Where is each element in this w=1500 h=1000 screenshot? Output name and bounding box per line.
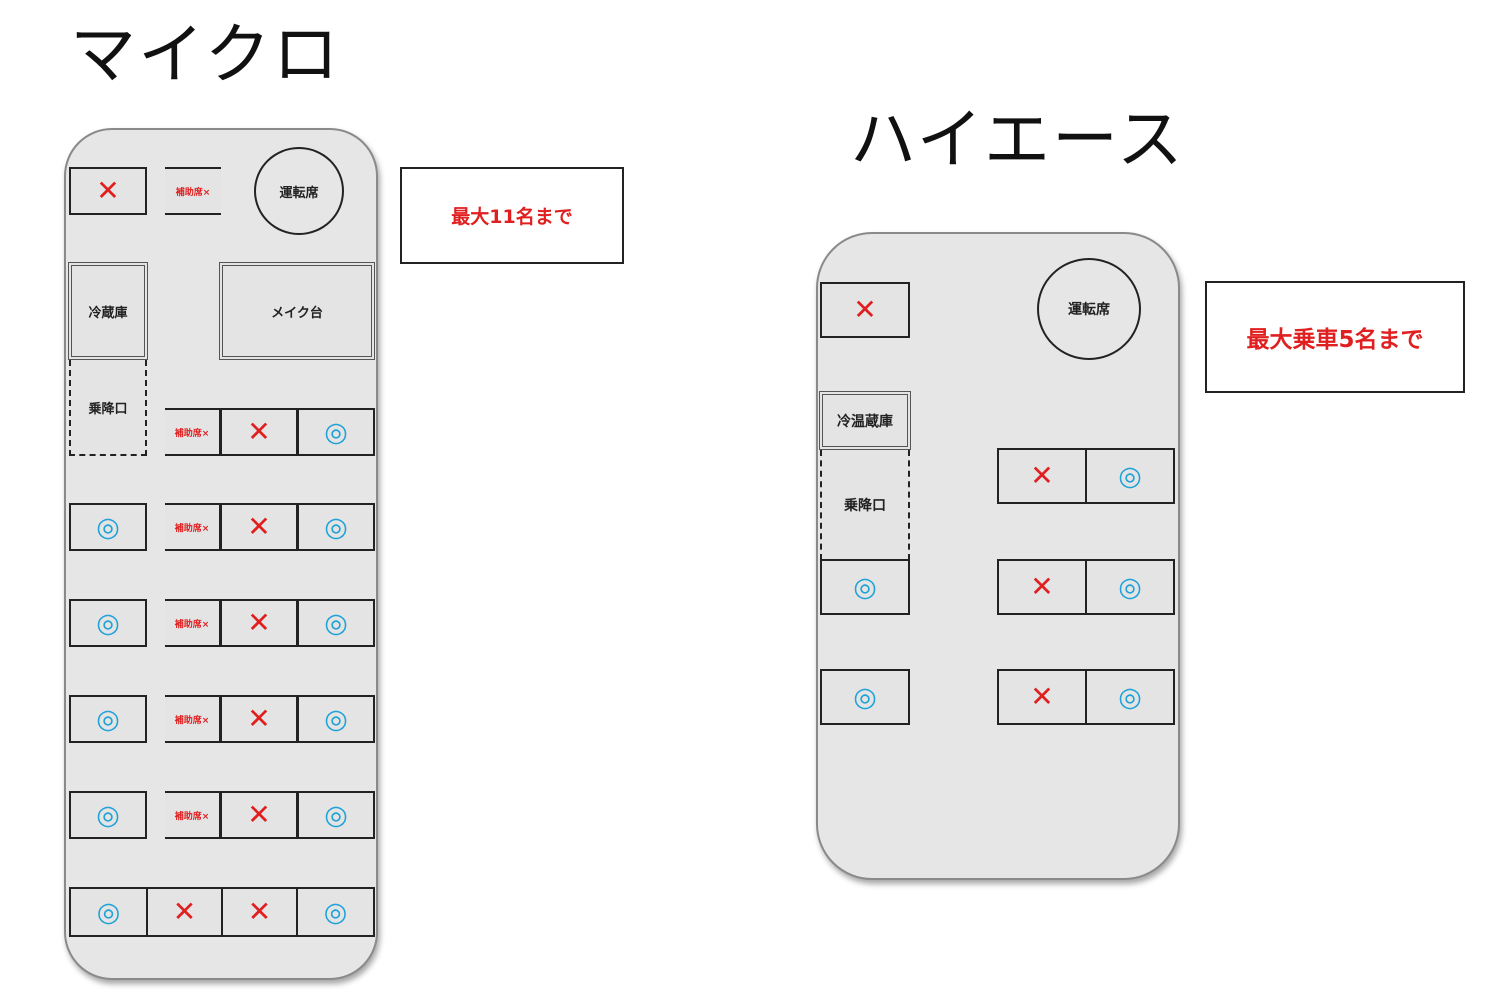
seat-available: ◎ <box>1085 448 1175 504</box>
double-circle-icon: ◎ <box>324 799 348 831</box>
seat-unavailable: ✕ <box>220 408 298 456</box>
double-circle-icon: ◎ <box>96 607 120 639</box>
entrance: 乗降口 <box>820 450 910 560</box>
hiace-capacity-box: 最大乗車5名まで <box>1205 281 1465 393</box>
seat-available: ◎ <box>296 887 375 937</box>
x-icon: ✕ <box>1030 459 1054 492</box>
fridge: 冷温蔵庫 <box>819 391 911 450</box>
double-circle-icon: ◎ <box>323 896 348 928</box>
aux-seat: 補助席× <box>165 167 221 215</box>
entrance: 乗降口 <box>69 360 147 456</box>
seat-available: ◎ <box>69 503 147 551</box>
seat-available: ◎ <box>820 669 910 725</box>
double-circle-icon: ◎ <box>96 703 120 735</box>
x-icon: ✕ <box>172 895 197 928</box>
aux-seat: 補助席× <box>165 408 221 456</box>
x-icon: ✕ <box>247 798 271 831</box>
seat-unavailable: ✕ <box>221 887 298 937</box>
seat-unavailable: ✕ <box>997 448 1087 504</box>
entrance-label: 乗降口 <box>844 498 886 514</box>
x-icon: ✕ <box>247 702 271 735</box>
double-circle-icon: ◎ <box>1118 460 1142 492</box>
aux-seat-label: 補助席× <box>174 715 210 726</box>
seat-available: ◎ <box>1085 669 1175 725</box>
seat-unavailable: ✕ <box>220 599 298 647</box>
fridge-label: 冷蔵庫 <box>88 305 128 321</box>
seat-unavailable: ✕ <box>997 559 1087 615</box>
micro-title: マイクロ <box>70 16 341 93</box>
x-icon: ✕ <box>247 895 272 928</box>
seat-available: ◎ <box>69 887 148 937</box>
x-icon: ✕ <box>1030 570 1054 603</box>
seat-available: ◎ <box>1085 559 1175 615</box>
entrance-label: 乗降口 <box>88 401 128 417</box>
driver-seat-label: 運転席 <box>1068 302 1110 318</box>
double-circle-icon: ◎ <box>324 703 348 735</box>
x-icon: ✕ <box>853 293 877 326</box>
seat-unavailable: ✕ <box>820 282 910 338</box>
aux-seat: 補助席× <box>165 503 221 551</box>
seat-unavailable: ✕ <box>69 167 147 215</box>
micro-bus-body <box>64 128 378 980</box>
seat-unavailable: ✕ <box>220 791 298 839</box>
makeup-table: メイク台 <box>219 262 375 360</box>
aux-seat-label: 補助席× <box>174 619 210 630</box>
makeup-table-label: メイク台 <box>271 305 323 321</box>
driver-seat: 運転席 <box>1037 258 1141 360</box>
double-circle-icon: ◎ <box>1118 571 1142 603</box>
seat-available: ◎ <box>297 408 375 456</box>
seat-available: ◎ <box>297 791 375 839</box>
x-icon: ✕ <box>247 415 271 448</box>
driver-seat: 運転席 <box>254 147 344 235</box>
double-circle-icon: ◎ <box>324 607 348 639</box>
double-circle-icon: ◎ <box>96 896 121 928</box>
seat-available: ◎ <box>69 791 147 839</box>
aux-seat: 補助席× <box>165 695 221 743</box>
micro-capacity-label: 最大11名まで <box>451 206 573 228</box>
double-circle-icon: ◎ <box>324 416 348 448</box>
double-circle-icon: ◎ <box>96 799 120 831</box>
hiace-title: ハイエース <box>850 101 1185 178</box>
seat-unavailable: ✕ <box>220 503 298 551</box>
seat-available: ◎ <box>820 559 910 615</box>
seat-available: ◎ <box>297 599 375 647</box>
driver-seat-label: 運転席 <box>279 185 319 201</box>
double-circle-icon: ◎ <box>853 681 877 713</box>
seat-available: ◎ <box>297 695 375 743</box>
fridge-label: 冷温蔵庫 <box>837 413 893 430</box>
x-icon: ✕ <box>1030 680 1054 713</box>
x-icon: ✕ <box>96 174 120 207</box>
micro-capacity-box: 最大11名まで <box>400 167 624 264</box>
aux-seat-label: 補助席× <box>174 523 210 534</box>
x-icon: ✕ <box>247 510 271 543</box>
seat-unavailable: ✕ <box>146 887 223 937</box>
aux-seat: 補助席× <box>165 791 221 839</box>
double-circle-icon: ◎ <box>324 511 348 543</box>
aux-seat-label: 補助席× <box>174 811 210 822</box>
aux-seat-label: 補助席× <box>174 428 210 439</box>
seat-unavailable: ✕ <box>997 669 1087 725</box>
double-circle-icon: ◎ <box>853 571 877 603</box>
seat-available: ◎ <box>297 503 375 551</box>
aux-seat-label: 補助席× <box>175 187 211 198</box>
aux-seat: 補助席× <box>165 599 221 647</box>
double-circle-icon: ◎ <box>96 511 120 543</box>
x-icon: ✕ <box>247 606 271 639</box>
double-circle-icon: ◎ <box>1118 681 1142 713</box>
seat-available: ◎ <box>69 599 147 647</box>
seat-unavailable: ✕ <box>220 695 298 743</box>
seat-available: ◎ <box>69 695 147 743</box>
hiace-capacity-label: 最大乗車5名まで <box>1246 327 1424 353</box>
fridge: 冷蔵庫 <box>68 262 148 360</box>
